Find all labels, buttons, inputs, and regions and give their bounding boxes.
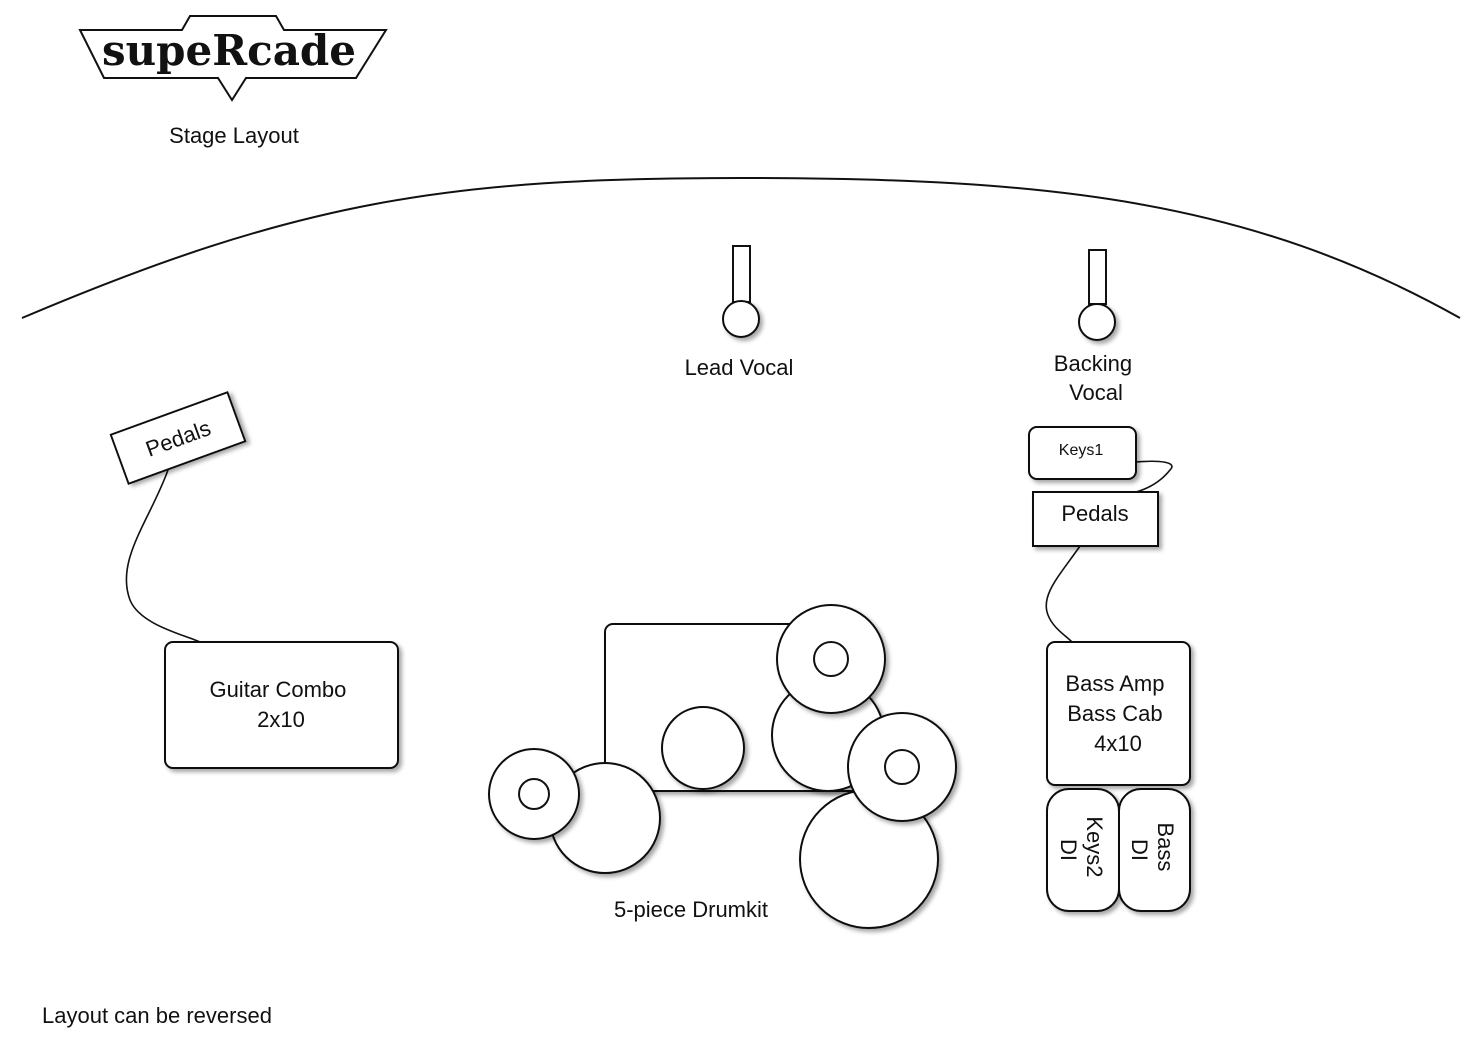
- keys1: Keys1: [1028, 426, 1137, 480]
- page-title: Stage Layout: [169, 123, 299, 148]
- keys2-di-label-line2: DI: [1056, 839, 1081, 861]
- guitar-pedals: Pedals: [109, 391, 247, 485]
- hi-hat-center: [518, 778, 550, 810]
- footnote: Layout can be reversed: [42, 1003, 272, 1028]
- keys1-label: Keys1: [1059, 442, 1104, 459]
- bass-di: Bass DI: [1118, 788, 1191, 912]
- bass-amp-label-line1: Bass Amp: [1065, 671, 1164, 696]
- drumkit: [488, 604, 957, 929]
- guitar-combo: Guitar Combo 2x10: [164, 641, 399, 769]
- keys2-di: Keys2 DI: [1046, 788, 1120, 912]
- guitar-combo-label-line1: Guitar Combo: [209, 677, 346, 702]
- bass-amp: Bass Amp Bass Cab 4x10: [1046, 641, 1191, 786]
- bass-amp-label-line2: Bass Cab: [1067, 701, 1162, 726]
- backing-vocal-mic: [1078, 249, 1116, 341]
- backing-vocal-label-line1: Backing: [1054, 351, 1132, 376]
- supercade-logo: supeRcade: [78, 15, 388, 102]
- lead-vocal-label: Lead Vocal: [685, 355, 794, 380]
- bass-amp-label: Bass Amp Bass Cab 4x10: [1065, 671, 1170, 756]
- keys-cable: [1135, 460, 1173, 493]
- logo-text: supeRcade: [102, 26, 356, 75]
- ride-cymbal-center: [884, 749, 920, 785]
- guitar-cable: [125, 469, 201, 643]
- bass-amp-label-line3: 4x10: [1094, 731, 1142, 756]
- crash-cymbal-center: [813, 641, 849, 677]
- backing-vocal-label-line2: Vocal: [1069, 380, 1123, 405]
- guitar-combo-label: Guitar Combo 2x10: [209, 677, 352, 732]
- backing-vocal-label: Backing Vocal: [1054, 351, 1138, 405]
- drumkit-label: 5-piece Drumkit: [614, 897, 768, 922]
- rack-tom-left: [661, 706, 745, 790]
- bass-di-label: Bass DI: [1127, 822, 1178, 877]
- bass-di-label-line2: DI: [1127, 839, 1152, 861]
- keys2-di-label: Keys2 DI: [1056, 816, 1107, 883]
- bass-pedals-label: Pedals: [1061, 501, 1128, 526]
- bass-di-label-line1: Bass: [1153, 822, 1178, 871]
- stage-front-edge: [21, 176, 1461, 319]
- lead-vocal-mic: [722, 245, 760, 338]
- bass-cable: [1045, 545, 1081, 643]
- bass-pedals: Pedals: [1032, 491, 1159, 547]
- keys2-di-label-line1: Keys2: [1082, 816, 1107, 877]
- guitar-combo-label-line2: 2x10: [257, 707, 305, 732]
